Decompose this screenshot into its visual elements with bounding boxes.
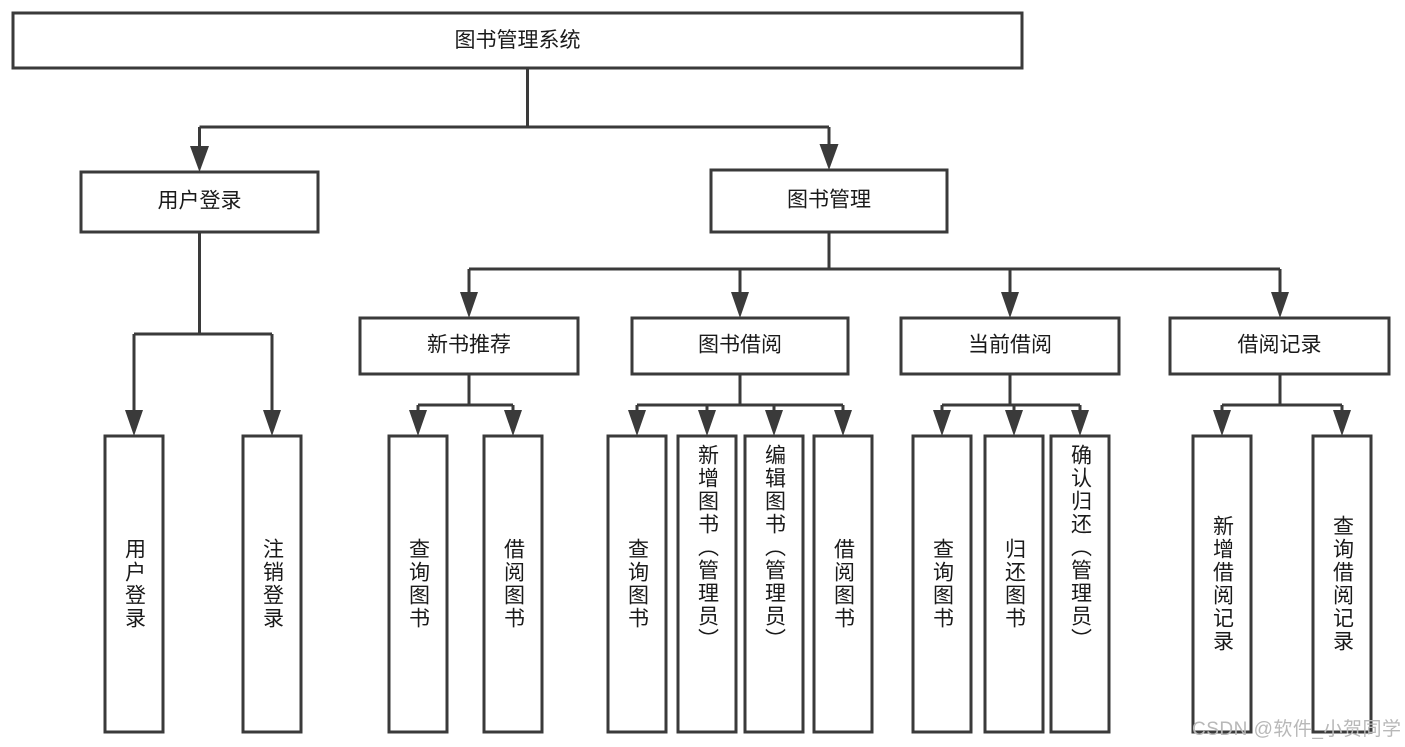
connector-group-book-management	[460, 232, 1289, 318]
node-box-root[interactable]	[11, 11, 1024, 70]
arrow-head-leaf-user-login	[125, 410, 143, 436]
connector-group-user-login	[125, 232, 281, 436]
arrow-head-leaf-borrow-book-recommend	[504, 410, 522, 436]
arrow-head-leaf-add-borrow-record	[1213, 410, 1231, 436]
node-box-leaf-edit-book-admin[interactable]	[743, 434, 805, 734]
node-box-leaf-query-book-current[interactable]	[911, 434, 973, 734]
node-box-leaf-return-book[interactable]	[983, 434, 1045, 734]
arrow-head-leaf-add-book-admin	[698, 410, 716, 436]
node-box-user-login[interactable]	[79, 170, 320, 234]
node-box-leaf-borrow-book[interactable]	[812, 434, 874, 734]
connector-group-book-borrow	[628, 374, 852, 436]
node-box-book-management[interactable]	[709, 168, 949, 234]
arrow-head-leaf-query-book-recommend	[409, 410, 427, 436]
node-label-borrow-records: 借阅记录	[1238, 334, 1322, 357]
node-label-current-borrow: 当前借阅	[968, 334, 1052, 357]
node-box-leaf-add-borrow-record[interactable]	[1191, 434, 1253, 734]
arrow-head-leaf-logout	[263, 410, 281, 436]
node-box-current-borrow[interactable]	[899, 316, 1121, 376]
arrow-head-leaf-return-book	[1005, 410, 1023, 436]
arrow-head-leaf-query-book-borrow	[628, 410, 646, 436]
arrow-head-borrow-records	[1271, 292, 1289, 318]
node-box-leaf-query-borrow-record[interactable]	[1311, 434, 1373, 734]
connector-group-root	[190, 68, 839, 172]
node-box-new-book-recommend[interactable]	[358, 316, 580, 376]
arrow-head-current-borrow	[1001, 292, 1019, 318]
arrow-head-leaf-confirm-return-admin	[1071, 410, 1089, 436]
node-user-login[interactable]: 用户登录	[79, 170, 320, 234]
arrow-head-leaf-edit-book-admin	[765, 410, 783, 436]
node-label-book-borrow: 图书借阅	[698, 334, 782, 357]
node-new-book-recommend[interactable]: 新书推荐	[358, 316, 580, 376]
arrow-head-book-borrow	[731, 292, 749, 318]
node-box-leaf-add-book-admin[interactable]	[676, 434, 738, 734]
connector-group-borrow-records	[1213, 374, 1351, 436]
node-book-management[interactable]: 图书管理	[709, 168, 949, 234]
connector-group-new-book-recommend	[409, 374, 522, 436]
node-book-borrow[interactable]: 图书借阅	[630, 316, 850, 376]
arrow-head-leaf-borrow-book	[834, 410, 852, 436]
node-box-leaf-confirm-return-admin[interactable]	[1049, 434, 1111, 734]
arrow-head-book-management	[819, 144, 839, 170]
node-current-borrow[interactable]: 当前借阅	[899, 316, 1121, 376]
node-label-root: 图书管理系统	[455, 29, 581, 52]
node-box-book-borrow[interactable]	[630, 316, 850, 376]
node-box-borrow-records[interactable]	[1168, 316, 1391, 376]
node-box-leaf-logout[interactable]	[241, 434, 303, 734]
connector-group-current-borrow	[933, 374, 1089, 436]
node-root[interactable]: 图书管理系统	[11, 11, 1024, 70]
node-label-new-book-recommend: 新书推荐	[427, 334, 511, 357]
node-box-leaf-query-book-borrow[interactable]	[606, 434, 668, 734]
node-label-user-login: 用户登录	[158, 190, 242, 213]
node-box-leaf-user-login[interactable]	[103, 434, 165, 734]
node-box-leaf-borrow-book-recommend[interactable]	[482, 434, 544, 734]
node-box-leaf-query-book-recommend[interactable]	[387, 434, 449, 734]
node-borrow-records[interactable]: 借阅记录	[1168, 316, 1391, 376]
arrow-head-leaf-query-borrow-record	[1333, 410, 1351, 436]
arrow-head-new-book-recommend	[460, 292, 478, 318]
arrow-head-leaf-query-book-current	[933, 410, 951, 436]
csdn-watermark: CSDN @软件_小贺同学	[1192, 719, 1402, 740]
node-label-book-management: 图书管理	[787, 189, 871, 212]
arrow-head-user-login	[190, 146, 209, 172]
leaf-boxes	[103, 434, 1373, 734]
